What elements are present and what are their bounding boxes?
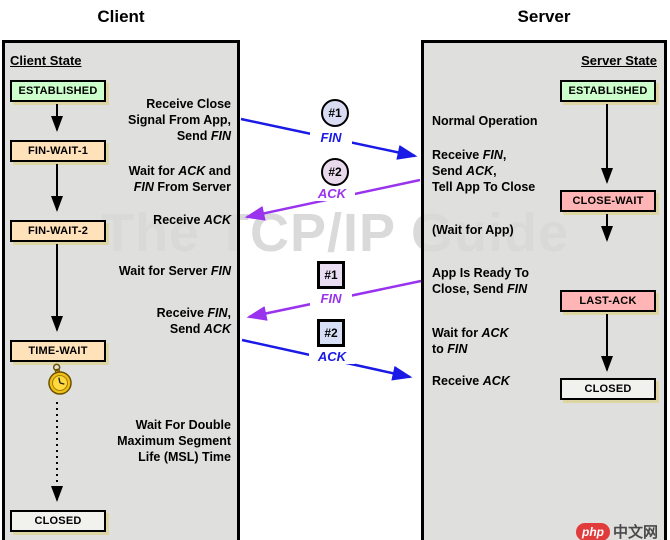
message-1-fin-marker: #1 (321, 99, 349, 127)
php-logo-badge: php (576, 522, 610, 540)
message-4-ack-marker: #2 (317, 319, 345, 347)
server-note-receive-ack: Receive ACK (432, 374, 510, 388)
client-state-heading: Client State (10, 53, 82, 68)
client-state-fin-wait-2: FIN-WAIT-2 (10, 220, 106, 242)
client-panel: Client State ESTABLISHED FIN-WAIT-1 FIN-… (2, 40, 240, 540)
message-2-ack-marker: #2 (321, 158, 349, 186)
message-3-fin-marker: #1 (317, 261, 345, 289)
site-logo-text: 中文网 (613, 524, 659, 540)
client-state-time-wait: TIME-WAIT (10, 340, 106, 362)
message-1-fin-label: FIN (310, 130, 352, 145)
message-4-ack-label: ACK (309, 349, 355, 364)
client-note-wait-server-fin: Wait for Server FIN (118, 264, 231, 278)
client-state-fin-wait-1: FIN-WAIT-1 (10, 140, 106, 162)
site-logo: php 中文网 (576, 521, 658, 540)
server-note-wait-for-app: (Wait for App) (432, 223, 514, 237)
client-state-closed: CLOSED (10, 510, 106, 532)
message-2-ack-label: ACK (309, 186, 355, 201)
server-state-closed: CLOSED (560, 378, 656, 400)
server-note-receive-fin: Receive FIN,Send ACK,Tell App To Close (432, 148, 536, 194)
client-note-receive-ack: Receive ACK (153, 213, 231, 227)
client-note-receive-fin: Receive FIN,Send ACK (156, 306, 231, 336)
server-state-last-ack: LAST-ACK (560, 290, 656, 312)
server-state-close-wait: CLOSE-WAIT (560, 190, 656, 212)
server-state-heading: Server State (581, 53, 657, 68)
server-note-normal-operation: Normal Operation (432, 114, 538, 128)
timer-clock-icon (45, 363, 75, 404)
client-state-established: ESTABLISHED (10, 80, 106, 102)
server-panel: Server State ESTABLISHED CLOSE-WAIT LAST… (421, 40, 667, 540)
message-3-fin-label: FIN (310, 291, 352, 306)
server-column-title: Server (517, 7, 571, 26)
client-column-title: Client (97, 7, 145, 26)
server-state-established: ESTABLISHED (560, 80, 656, 102)
